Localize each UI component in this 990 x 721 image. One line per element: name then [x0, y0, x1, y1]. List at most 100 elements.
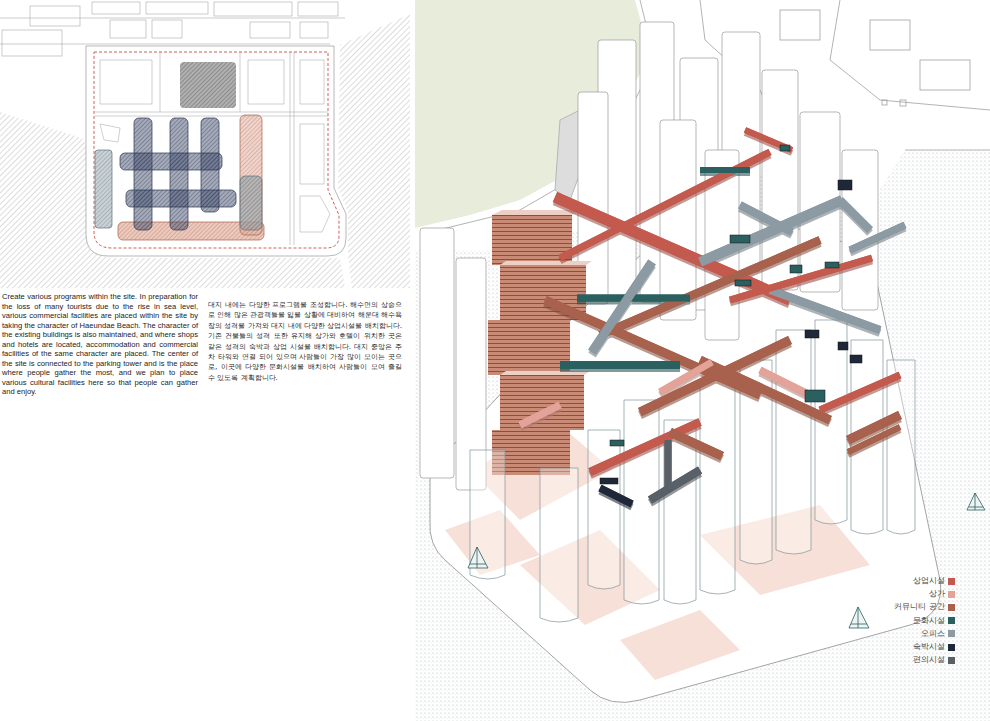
sea	[415, 0, 990, 721]
site-streets	[290, 52, 291, 245]
small-program-blocks	[600, 145, 862, 484]
site-plan	[0, 2, 410, 288]
small-program-blocks	[805, 390, 825, 402]
program-bars	[120, 153, 222, 170]
background-towers	[420, 228, 454, 478]
legend-label: 상업시설	[913, 576, 945, 586]
legend-label: 숙박시설	[913, 642, 945, 652]
sea	[415, 0, 990, 721]
foreground-towers	[887, 360, 915, 534]
city-blocks	[92, 2, 140, 14]
legend-entry: 상업시설	[913, 576, 955, 586]
legend-swatch	[948, 657, 955, 664]
sailboat	[849, 607, 869, 628]
sailboat	[969, 507, 983, 508]
program-slabs	[520, 130, 905, 504]
description-korean: 대지 내에는 다양한 프로그램을 조성합니다. 해수면의 상승으로 인해 많은 …	[208, 300, 402, 383]
program-bars	[240, 176, 262, 230]
site-streets	[160, 52, 161, 112]
site-streets	[100, 60, 152, 104]
site-boundary	[94, 52, 339, 248]
program-bars	[170, 118, 188, 230]
city-blocks	[152, 20, 182, 38]
legend-label: 상가	[929, 589, 945, 599]
program-bars	[240, 115, 262, 235]
foreground-towers	[540, 468, 578, 622]
city-blocks	[0, 44, 330, 45]
program-bars	[134, 118, 152, 230]
axonometric-view	[415, 0, 990, 721]
roads	[882, 100, 887, 105]
site-streets	[95, 116, 328, 117]
legend-swatch	[948, 578, 955, 585]
program-bars	[240, 115, 262, 235]
parking-tower	[180, 62, 236, 108]
small-program-blocks	[825, 262, 839, 268]
site-streets	[248, 60, 284, 104]
program-bars	[170, 118, 188, 230]
sailboat	[851, 624, 867, 625]
legend-label: 커뮤니티 공간	[894, 602, 945, 612]
program-bars	[134, 118, 152, 230]
sailboat	[967, 493, 985, 510]
city-blocks	[214, 2, 292, 16]
site-streets	[95, 112, 328, 113]
foreground-towers	[776, 330, 811, 554]
legend-label: 오피스	[921, 629, 945, 639]
site-streets	[300, 60, 324, 104]
site-streets	[294, 52, 295, 245]
legend-swatch	[948, 644, 955, 651]
city-blocks	[0, 18, 345, 19]
city-blocks	[298, 2, 338, 16]
roads	[830, 0, 990, 110]
legend-entry: 문화시설	[913, 616, 955, 626]
site-streets	[300, 124, 324, 184]
program-bars	[95, 115, 264, 240]
description-english: Create various programs within the site.…	[2, 292, 198, 397]
legend-swatch	[948, 630, 955, 637]
program-bars	[126, 190, 236, 207]
site-streets	[100, 124, 120, 142]
small-program-blocks	[850, 355, 862, 363]
program-bars	[95, 150, 112, 228]
small-program-blocks	[600, 478, 618, 484]
hatched-area	[338, 14, 410, 288]
site-streets	[240, 52, 241, 112]
legend-swatch	[948, 604, 955, 611]
sailboat	[858, 607, 859, 628]
roads	[900, 100, 906, 106]
site-streets	[95, 52, 330, 245]
small-program-blocks	[838, 180, 852, 190]
site-streets	[300, 196, 330, 232]
sailboat	[477, 547, 478, 568]
city-blocks	[110, 20, 146, 38]
roads	[905, 150, 990, 151]
program-bars	[120, 153, 222, 170]
city-blocks	[2, 30, 62, 56]
legend-entry: 상가	[929, 589, 955, 599]
parking-tower	[180, 62, 236, 108]
sailboat	[468, 547, 488, 568]
program-bars	[126, 190, 236, 207]
city-blocks	[146, 2, 208, 14]
small-program-blocks	[805, 330, 819, 338]
city-blocks	[30, 6, 80, 26]
legend-entry: 커뮤니티 공간	[894, 602, 955, 612]
legend-label: 편의시설	[913, 655, 945, 665]
stacked-tower	[488, 320, 570, 375]
legend-entry: 오피스	[921, 629, 955, 639]
plaza-zones	[620, 610, 740, 680]
roads	[870, 20, 910, 50]
small-program-blocks	[838, 342, 848, 350]
foreground-towers	[588, 430, 620, 589]
foreground-towers	[700, 380, 735, 594]
small-program-blocks	[780, 145, 790, 151]
small-program-blocks	[610, 440, 624, 446]
small-program-blocks	[735, 280, 751, 286]
roads	[780, 10, 820, 40]
city-blocks	[250, 22, 290, 38]
roads	[920, 60, 970, 90]
sailboat	[470, 564, 486, 565]
legend-label: 문화시설	[913, 616, 945, 626]
